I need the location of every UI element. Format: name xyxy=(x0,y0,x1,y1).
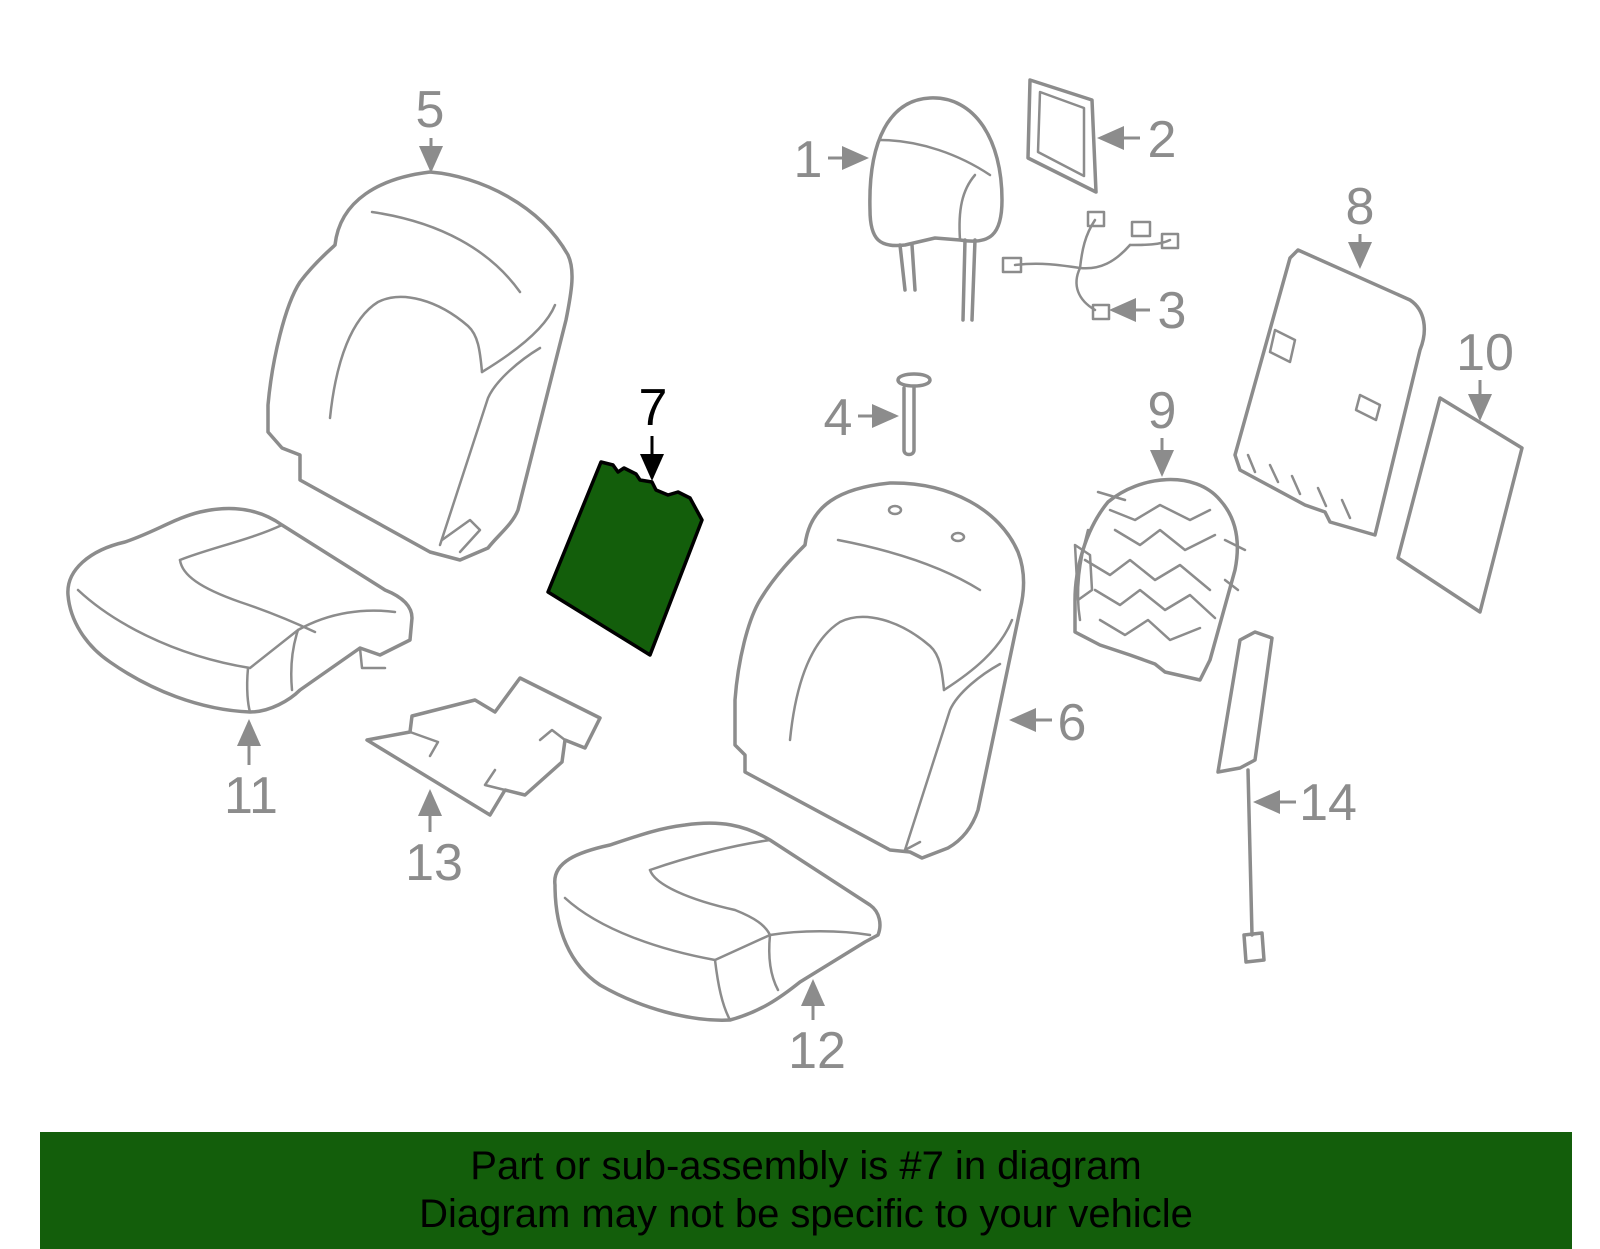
callout-5: 5 xyxy=(416,81,445,173)
part-3-wiring-harness xyxy=(1001,210,1180,321)
banner-line-1: Part or sub-assembly is #7 in diagram xyxy=(470,1144,1142,1188)
part-8-back-panel xyxy=(1233,248,1427,537)
callout-10: 10 xyxy=(1456,324,1514,421)
svg-text:1: 1 xyxy=(794,131,823,189)
svg-text:2: 2 xyxy=(1148,111,1177,169)
svg-text:12: 12 xyxy=(788,1022,846,1080)
svg-text:6: 6 xyxy=(1058,694,1087,752)
callout-14: 14 xyxy=(1253,774,1357,832)
callout-13: 13 xyxy=(405,789,463,892)
callout-8: 8 xyxy=(1346,178,1375,269)
seat-parts-diagram: 5 1 2 3 4 7 8 10 9 6 14 11 xyxy=(66,78,1524,1080)
part-1-headrest xyxy=(868,96,1004,322)
callout-2: 2 xyxy=(1097,111,1177,169)
part-14-sensor xyxy=(1216,630,1274,964)
callout-12: 12 xyxy=(788,979,846,1080)
svg-text:10: 10 xyxy=(1456,324,1514,382)
callout-9: 9 xyxy=(1148,382,1177,477)
part-12-seat-cushion-right xyxy=(553,821,882,1022)
callout-4: 4 xyxy=(824,389,899,447)
svg-text:14: 14 xyxy=(1299,774,1357,832)
part-10-board xyxy=(1396,396,1524,614)
banner-line-2: Diagram may not be specific to your vehi… xyxy=(419,1192,1193,1236)
svg-text:8: 8 xyxy=(1346,178,1375,236)
svg-text:3: 3 xyxy=(1158,282,1187,340)
part-13-pad xyxy=(365,676,602,817)
part-6-seat-back-right xyxy=(733,481,1026,860)
part-9-frame xyxy=(1073,477,1247,682)
svg-text:4: 4 xyxy=(824,389,853,447)
svg-text:9: 9 xyxy=(1148,382,1177,440)
callout-1: 1 xyxy=(794,131,869,189)
part-2-trim-panel xyxy=(1026,78,1098,194)
info-banner: Part or sub-assembly is #7 in diagram Di… xyxy=(40,1132,1572,1249)
part-5-seat-back-left xyxy=(266,170,574,562)
svg-text:5: 5 xyxy=(416,81,445,139)
callout-7: 7 xyxy=(639,379,668,481)
callout-11: 11 xyxy=(224,719,278,825)
part-11-seat-cushion-left xyxy=(66,506,414,714)
part-7-highlighted xyxy=(546,460,704,657)
svg-text:11: 11 xyxy=(224,767,278,825)
part-4-bolt xyxy=(896,372,932,457)
callout-3: 3 xyxy=(1109,282,1187,340)
svg-text:13: 13 xyxy=(405,834,463,892)
svg-text:7: 7 xyxy=(639,379,668,437)
callout-6: 6 xyxy=(1009,694,1087,752)
